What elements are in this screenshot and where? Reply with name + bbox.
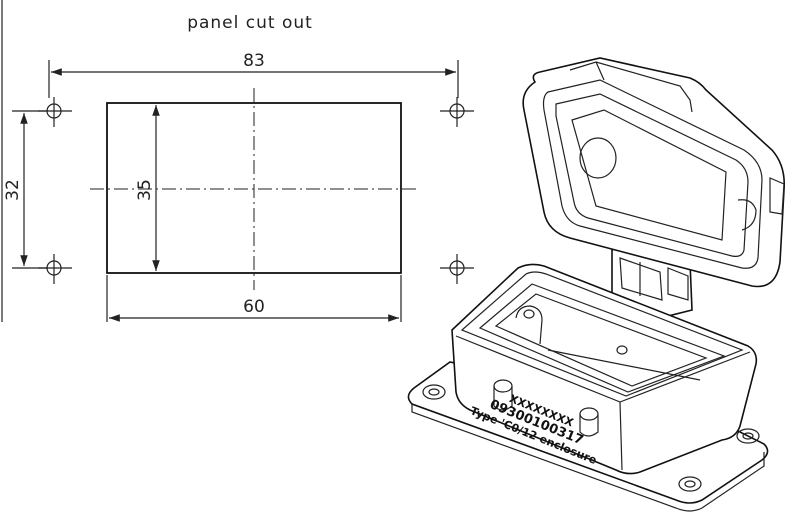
- mounting-holes: [38, 97, 474, 284]
- mounting-hole-top-left: [38, 97, 72, 127]
- enclosure-illustration: XXXXXXXX 09300100317 Type 'C0/12 enclosu…: [407, 57, 786, 512]
- cutout-rectangle: [106, 102, 402, 274]
- drawing-title: panel cut out: [187, 13, 313, 33]
- dimension-32: 32: [3, 110, 48, 269]
- dimension-label-32: 32: [3, 179, 23, 201]
- dimension-label-35: 35: [135, 179, 155, 201]
- enclosure-housing: [451, 263, 758, 475]
- dimension-label-60: 60: [243, 297, 265, 317]
- dimension-60: 60: [106, 275, 402, 322]
- mounting-hole-bottom-right: [440, 254, 474, 284]
- mounting-hole-top-right: [440, 97, 474, 127]
- dimension-label-83: 83: [243, 51, 265, 71]
- enclosure-lid: [522, 57, 786, 288]
- dimension-35: 35: [135, 105, 160, 271]
- mounting-hole-bottom-left: [38, 254, 72, 284]
- dimension-83: 83: [48, 51, 459, 98]
